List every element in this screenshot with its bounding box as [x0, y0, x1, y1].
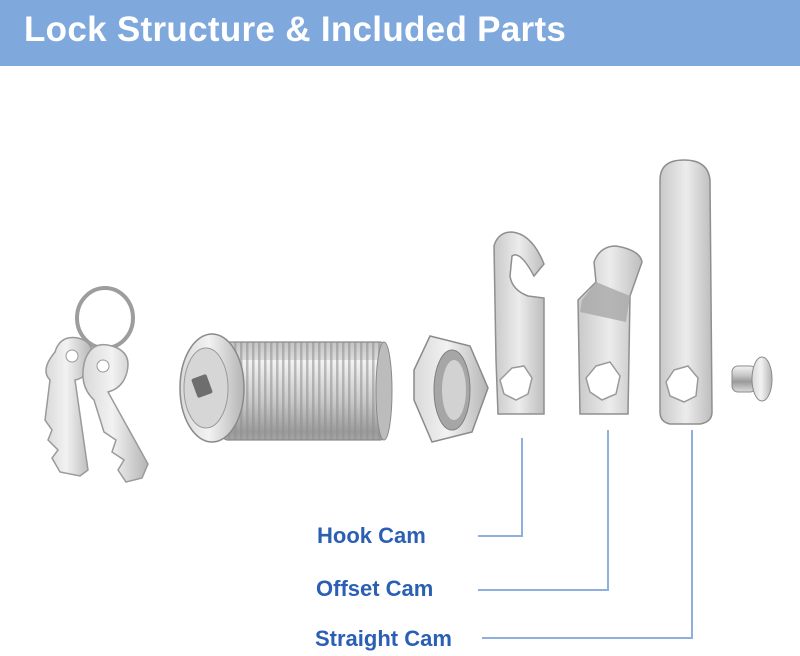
lock-cylinder: [179, 333, 393, 443]
page-title: Lock Structure & Included Parts: [24, 10, 567, 49]
callout-lines: [478, 430, 693, 639]
hook-cam: [493, 231, 545, 415]
hook-cam-label: Hook Cam: [317, 523, 426, 548]
offset-cam-label: Offset Cam: [316, 576, 434, 601]
keys-with-ring: [44, 286, 149, 483]
hex-nut: [413, 335, 489, 443]
key-front: [82, 343, 149, 483]
offset-cam: [577, 245, 643, 415]
key-back: [44, 336, 94, 477]
straight-cam: [659, 159, 713, 425]
screw: [731, 356, 773, 402]
hook-cam-leader: [478, 438, 523, 537]
straight-cam-leader: [482, 430, 693, 639]
offset-cam-leader: [478, 430, 609, 591]
key-ring: [75, 286, 135, 350]
keyhole: [191, 374, 213, 398]
title-banner: Lock Structure & Included Parts: [0, 0, 800, 66]
straight-cam-label: Straight Cam: [315, 626, 452, 651]
